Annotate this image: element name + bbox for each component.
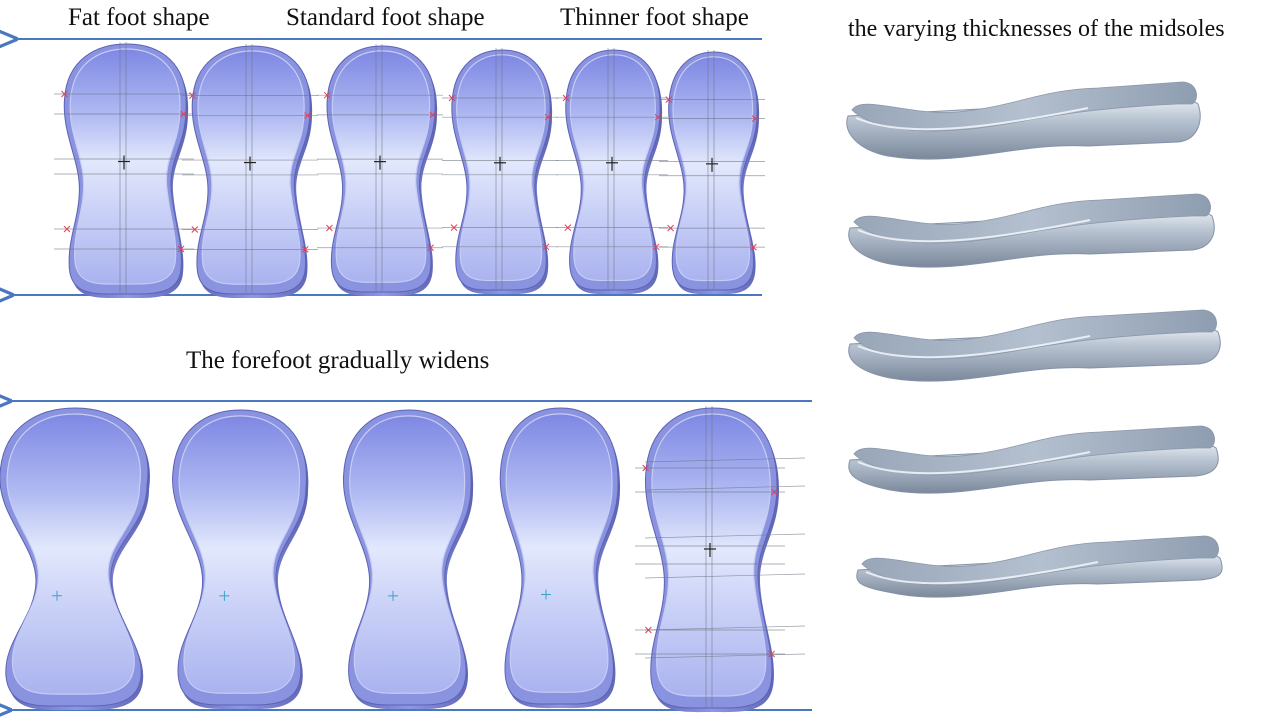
midsole-block — [856, 535, 1223, 598]
insole-shape — [442, 48, 558, 295]
label-fat-foot-shape: Fat foot shape — [68, 4, 210, 31]
insole-shape — [0, 407, 150, 711]
insole-shape — [54, 42, 194, 299]
insole-shape — [659, 50, 765, 295]
insole-shape — [343, 409, 474, 710]
insole-shape — [499, 407, 621, 709]
insole-shape — [172, 409, 309, 710]
label-thinner-foot-shape: Thinner foot shape — [560, 4, 749, 31]
midsole-block — [848, 309, 1221, 382]
insole-shape — [317, 44, 443, 297]
midsole-block — [848, 425, 1219, 494]
midsole-block — [848, 193, 1215, 268]
insole-shape — [182, 44, 318, 299]
label-standard-foot-shape: Standard foot shape — [286, 4, 485, 31]
insole-shape — [556, 48, 668, 295]
midsole-block — [846, 81, 1201, 160]
midsole-thickness-column — [846, 81, 1223, 598]
forefoot-width-insole-row — [0, 406, 806, 713]
foot-shape-insole-row — [54, 42, 765, 299]
insole-shape — [635, 406, 785, 713]
label-forefoot-widens: The forefoot gradually widens — [186, 347, 490, 374]
label-midsole-thickness: the varying thicknesses of the midsoles — [848, 16, 1225, 42]
